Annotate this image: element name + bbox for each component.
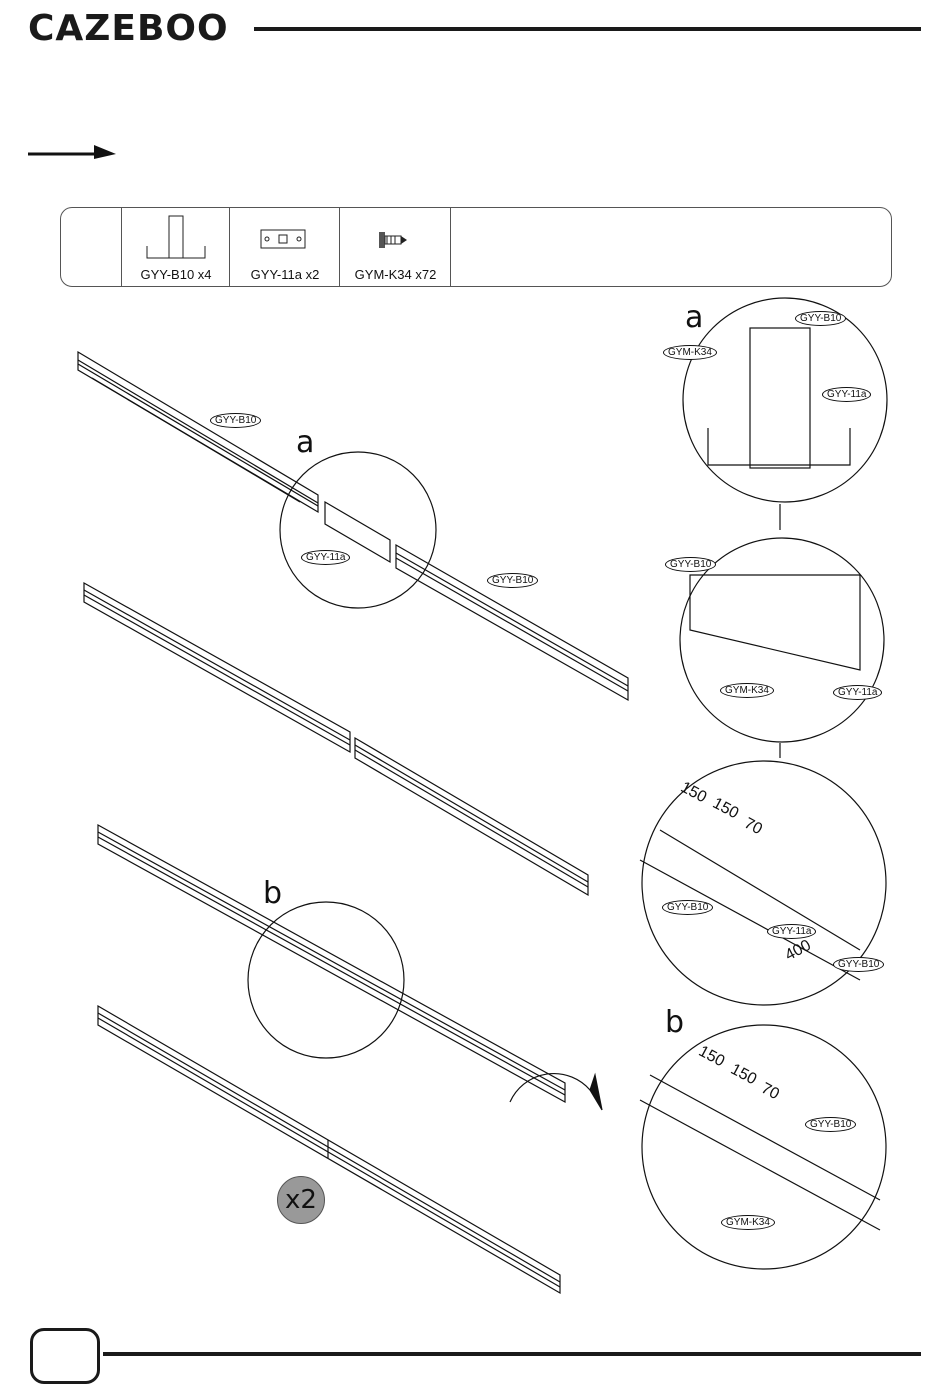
tag-gyy-b10: GYY-B10	[665, 557, 716, 572]
parts-list: GYY-B10 x4 GYY-11a x2 GYM-K34 x72	[60, 207, 892, 287]
arrow-right-icon	[28, 140, 118, 164]
footer-rule	[103, 1352, 921, 1356]
tag-gyy-11a: GYY-11a	[822, 387, 871, 402]
part-label: GYY-11a x2	[230, 267, 340, 282]
part-cell-b10: GYY-B10 x4	[121, 208, 230, 286]
part-cell-11a: GYY-11a x2	[229, 208, 340, 286]
tag-gyy-b10: GYY-B10	[210, 413, 261, 428]
header-rule	[254, 27, 921, 31]
detail-callout-a: a	[685, 300, 703, 335]
screw-icon	[371, 228, 421, 268]
tag-gyy-11a: GYY-11a	[833, 685, 882, 700]
part-label: GYY-B10 x4	[122, 267, 230, 282]
detail-callout-b: b	[665, 1005, 684, 1040]
beam-profile-icon	[141, 212, 211, 262]
tag-gyy-b10: GYY-B10	[805, 1117, 856, 1132]
connector-plate-icon	[255, 224, 315, 264]
part-label: GYM-K34 x72	[340, 267, 451, 282]
tag-gyy-b10: GYY-B10	[487, 573, 538, 588]
tag-gyy-11a: GYY-11a	[301, 550, 350, 565]
tag-gyy-b10: GYY-B10	[795, 311, 846, 326]
part-cell-k34: GYM-K34 x72	[339, 208, 451, 286]
tag-gym-k34: GYM-K34	[721, 1215, 775, 1230]
tag-gyy-b10: GYY-B10	[833, 957, 884, 972]
tag-gym-k34: GYM-K34	[663, 345, 717, 360]
tag-gyy-11a: GYY-11a	[767, 924, 816, 939]
quantity-badge: x2	[277, 1176, 325, 1224]
callout-b: b	[263, 876, 282, 911]
page-number-box	[30, 1328, 100, 1384]
callout-a: a	[296, 425, 314, 460]
brand-logo: CAZEBOO	[28, 8, 229, 49]
parts-divider	[450, 208, 451, 286]
tag-gym-k34: GYM-K34	[720, 683, 774, 698]
assembly-illustration	[0, 290, 950, 1320]
tag-gyy-b10: GYY-B10	[662, 900, 713, 915]
